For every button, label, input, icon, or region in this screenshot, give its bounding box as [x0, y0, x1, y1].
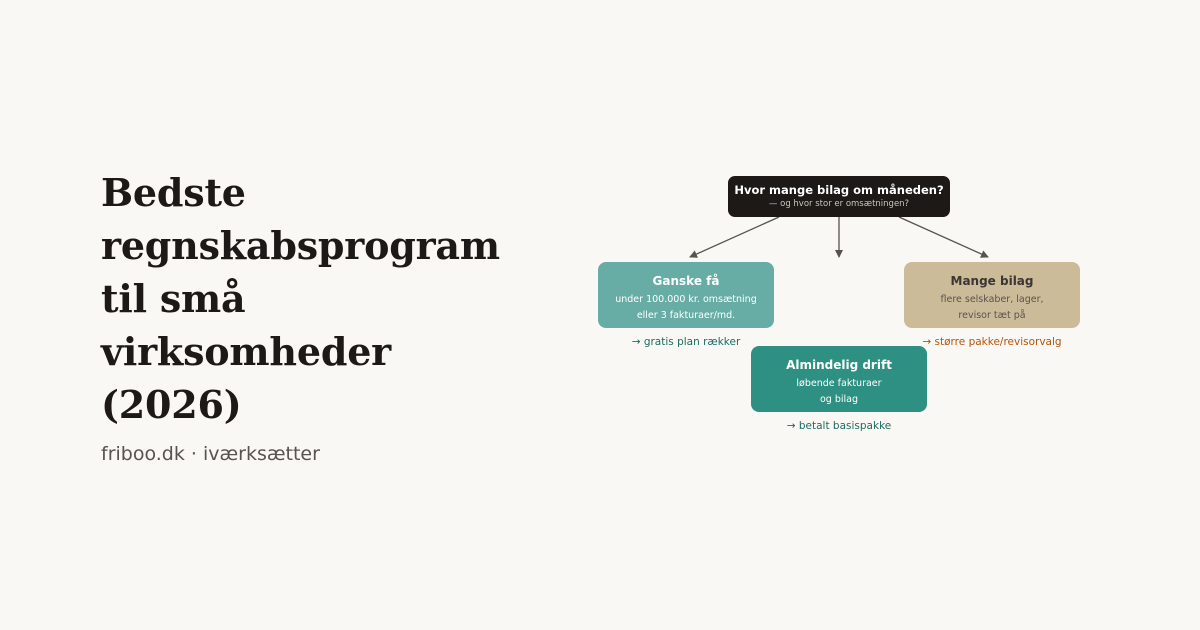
recommendation-larger-package: → større pakke/revisorvalg	[922, 336, 1062, 348]
question-subtitle: — og hvor stor er omsætningen?	[768, 199, 910, 209]
arrow-to-option-1	[689, 216, 780, 258]
option-normal-operation: Almindelig drift løbende fakturaer og bi…	[751, 346, 927, 412]
title-line: (2026)	[101, 382, 242, 427]
title-line: virksomheder	[101, 329, 391, 374]
page-title: Bedste regnskabsprogram til små virksomh…	[101, 166, 561, 431]
title-line: regnskabsprogram	[101, 223, 500, 268]
recommendation-basic-package: → betalt basispakke	[786, 420, 892, 432]
option-title: Almindelig drift	[786, 358, 892, 372]
recommendation-free-plan: → gratis plan rækker	[631, 336, 741, 348]
title-line: til små	[101, 276, 246, 321]
option-title: Mange bilag	[950, 274, 1034, 288]
option-detail: og bilag	[819, 394, 859, 405]
question-title: Hvor mange bilag om måneden?	[734, 183, 944, 197]
byline: friboo.dk · iværksætter	[101, 443, 320, 465]
option-detail: revisor tæt på	[958, 310, 1026, 321]
option-detail: under 100.000 kr. omsætning	[615, 294, 757, 305]
option-detail: eller 3 fakturaer/md.	[636, 310, 736, 321]
option-title: Ganske få	[652, 274, 720, 288]
option-many-bills: Mange bilag flere selskaber, lager, revi…	[904, 262, 1080, 328]
option-detail: løbende fakturaer	[796, 378, 882, 389]
option-detail: flere selskaber, lager,	[940, 294, 1044, 305]
title-line: Bedste	[101, 170, 246, 215]
option-few-bills: Ganske få under 100.000 kr. omsætning el…	[598, 262, 774, 328]
question-node: Hvor mange bilag om måneden? — og hvor s…	[728, 176, 950, 217]
arrow-to-option-3	[898, 216, 989, 258]
